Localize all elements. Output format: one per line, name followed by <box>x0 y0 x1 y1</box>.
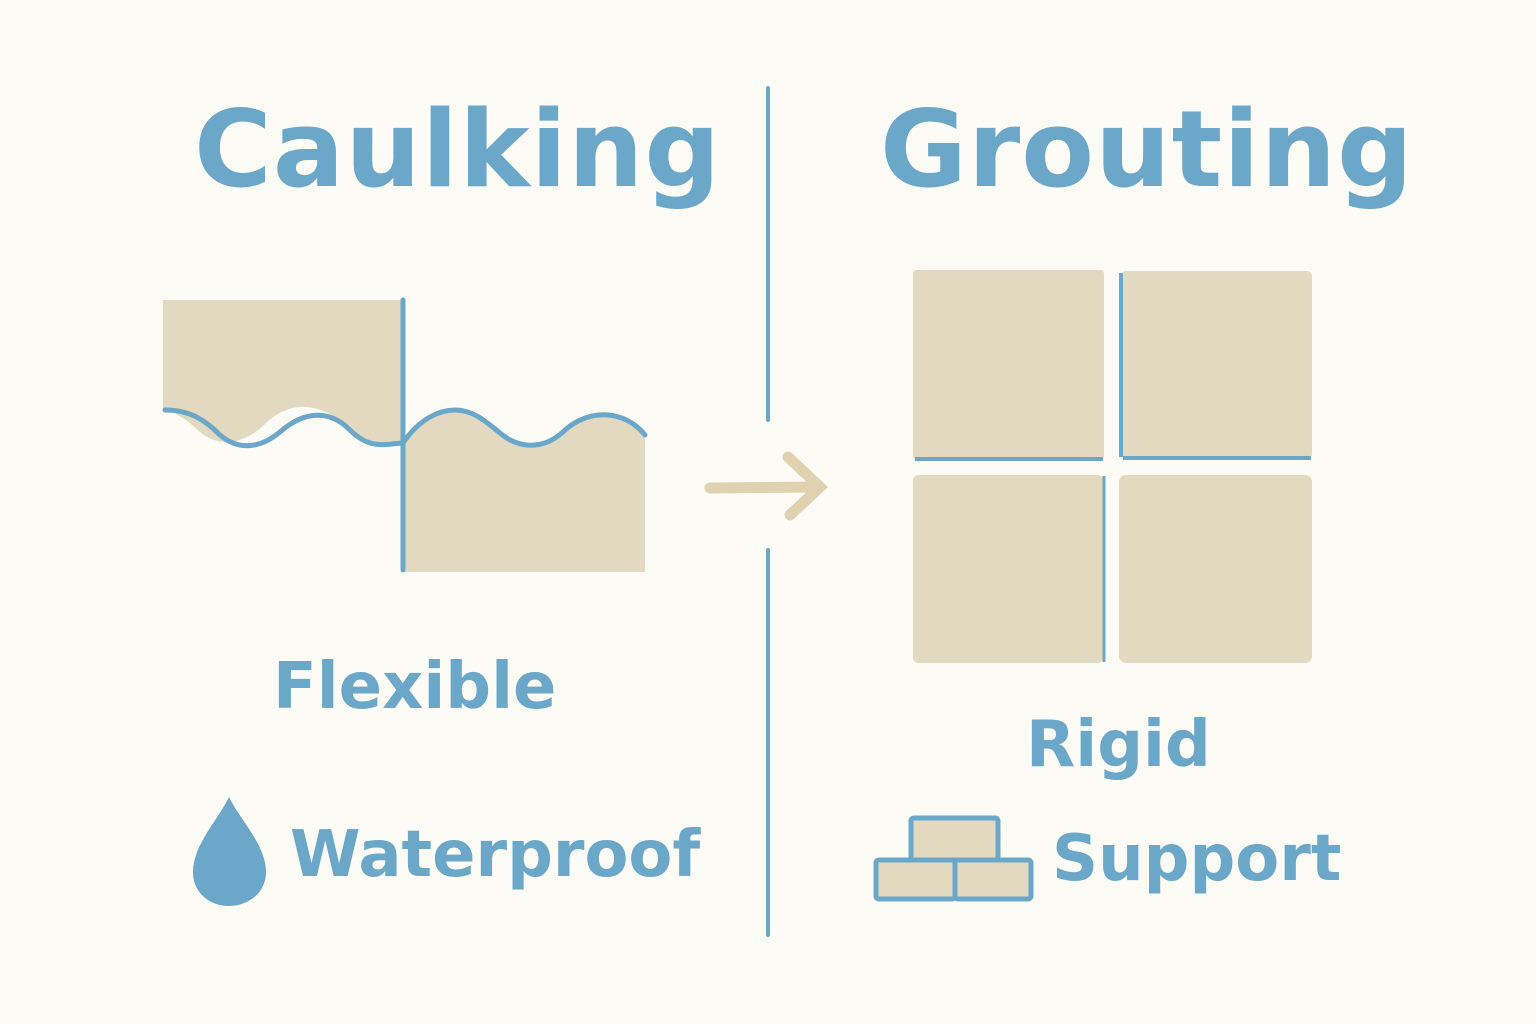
grouting-property: Rigid <box>1026 708 1211 782</box>
grouting-illustration <box>913 270 1312 663</box>
tile-bottom-right <box>1119 475 1312 663</box>
caulking-benefit: Waterproof <box>290 818 701 892</box>
grouting-benefit: Support <box>1052 822 1342 896</box>
caulking-title: Caulking <box>194 88 722 211</box>
grouting-title: Grouting <box>880 88 1414 211</box>
caulking-property: Flexible <box>273 650 557 724</box>
tile-bottom-left <box>913 475 1103 663</box>
upper-tile <box>163 300 403 446</box>
bricks-icon <box>873 815 1034 902</box>
water-drop-icon <box>193 797 266 906</box>
tile-top-right <box>1121 271 1312 459</box>
lower-tile <box>403 410 645 572</box>
caulking-illustration <box>162 297 648 573</box>
arrow-right-icon <box>704 451 829 521</box>
tile-top-left <box>913 270 1104 460</box>
